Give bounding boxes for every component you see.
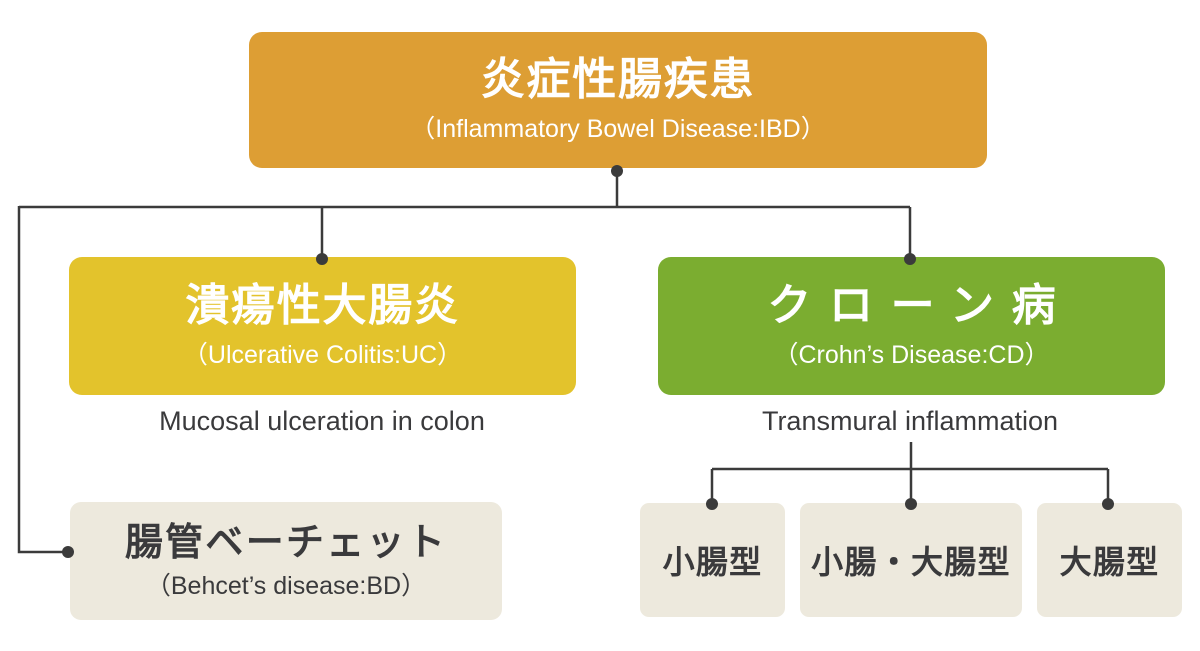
node-cd-type-small-large-intestine-label: 小腸・大腸型 (811, 544, 1011, 580)
node-cd-type-large-intestine: 大腸型 (1037, 503, 1182, 617)
node-behcet: 腸管ベーチェット （Behcet’s disease:BD） (70, 502, 502, 620)
node-bd-title: 腸管ベーチェット (124, 522, 448, 564)
node-ibd-subtitle: （Inflammatory Bowel Disease:IBD） (410, 115, 826, 143)
node-cd-type-small-large-intestine: 小腸・大腸型 (800, 503, 1022, 617)
node-uc-title: 潰瘍性大腸炎 (185, 281, 460, 330)
node-cd-title: クローン病 (767, 281, 1074, 330)
node-ulcerative-colitis: 潰瘍性大腸炎 （Ulcerative Colitis:UC） (69, 257, 576, 395)
caption-cd: Transmural inflammation (761, 406, 1059, 436)
node-bd-subtitle: （Behcet’s disease:BD） (145, 572, 427, 600)
connector-cd-subtypes (710, 442, 1110, 502)
node-uc-subtitle: （Ulcerative Colitis:UC） (182, 341, 463, 369)
node-ibd-title: 炎症性腸疾患 (480, 55, 756, 104)
node-cd-subtitle: （Crohn’s Disease:CD） (773, 341, 1050, 369)
node-cd-type-small-intestine-label: 小腸型 (662, 544, 763, 580)
node-cd-type-small-intestine: 小腸型 (640, 503, 785, 617)
node-crohns-disease: クローン病 （Crohn’s Disease:CD） (658, 257, 1165, 395)
node-ibd: 炎症性腸疾患 （Inflammatory Bowel Disease:IBD） (249, 32, 987, 168)
node-cd-type-large-intestine-label: 大腸型 (1059, 544, 1160, 580)
caption-uc: Mucosal ulceration in colon (159, 406, 485, 436)
